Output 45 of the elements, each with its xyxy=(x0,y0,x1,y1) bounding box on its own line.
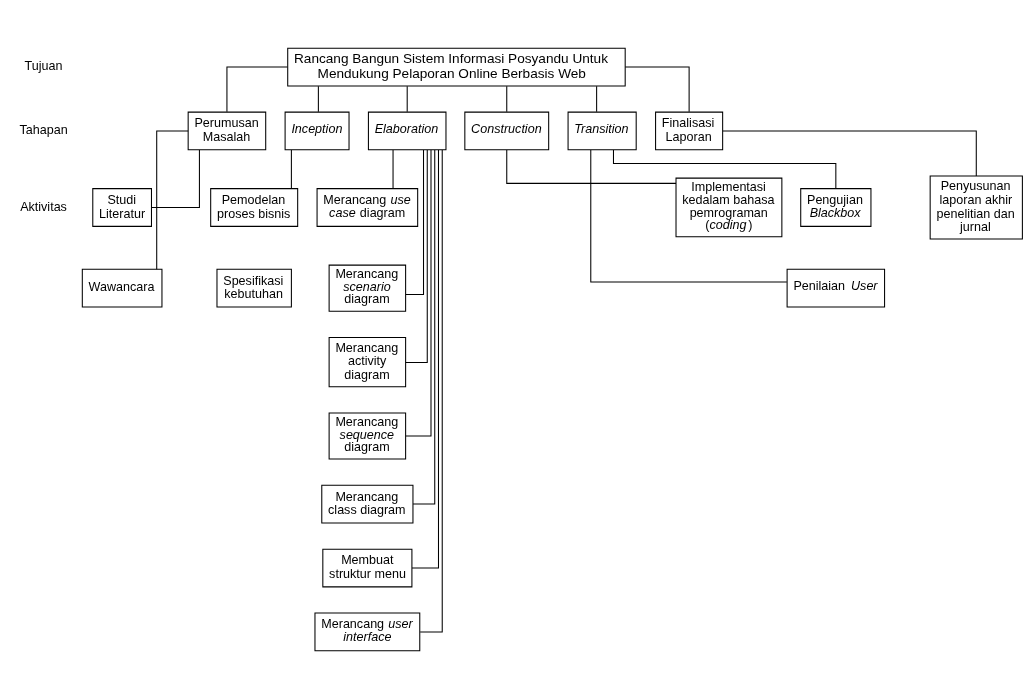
node-box: Elaboration xyxy=(367,111,447,150)
connector xyxy=(506,85,508,112)
node-box: Penilaian User xyxy=(786,268,886,308)
connector xyxy=(419,149,443,632)
node-box: Pengujian Blackbox xyxy=(800,187,872,227)
node-box: Merancang activity diagram xyxy=(328,336,407,387)
connector xyxy=(406,85,408,112)
connector xyxy=(506,148,677,184)
node-box: Merancang user interface xyxy=(314,612,421,651)
node-box: Merancang sequence diagram xyxy=(328,411,407,460)
connector xyxy=(405,149,432,436)
node-box: Implementasi kedalam bahasa pemrograman (coding) xyxy=(675,177,783,237)
connector xyxy=(226,66,289,112)
label: Aktivitas xyxy=(20,199,67,214)
connector xyxy=(151,148,200,208)
node-box: Rancang Bangun Sistem Informasi Posyandu Untuk Mendukung Pelaporan Online Berbasis Web xyxy=(287,47,626,86)
connector xyxy=(405,148,428,363)
node-box: Studi Literatur xyxy=(92,187,152,227)
label: Tahapan xyxy=(19,122,68,137)
connector xyxy=(392,148,394,189)
node-box: Merancang use case diagram xyxy=(316,187,419,227)
node-box: Construction xyxy=(464,111,550,150)
connector xyxy=(596,85,598,112)
node-box: Spesifikasi kebutuhan xyxy=(216,268,292,308)
node-box: Penyusunan laporan akhir penelitian dan jurnal xyxy=(929,175,1023,239)
node-box: Finalisasi Laporan xyxy=(655,111,724,150)
node-box: Merancang scenario diagram xyxy=(328,264,407,312)
connector xyxy=(156,129,189,270)
node-box: Pemodelan proses bisnis xyxy=(210,187,299,227)
connector xyxy=(411,149,439,569)
connector xyxy=(405,149,425,295)
connector xyxy=(612,148,837,189)
connector xyxy=(624,66,690,112)
node-box: Perumusan Masalah xyxy=(187,111,267,150)
connector xyxy=(290,148,292,189)
node-box: Wawancara xyxy=(81,268,163,308)
node-box: Membuat struktur menu xyxy=(322,548,413,587)
connector xyxy=(412,148,436,505)
node-box: Merancang class diagram xyxy=(321,484,414,523)
node-box: Inception xyxy=(284,111,350,150)
connector xyxy=(317,85,319,112)
connector xyxy=(590,149,788,282)
connector xyxy=(722,129,977,176)
node-box: Transition xyxy=(567,111,637,150)
label: Tujuan xyxy=(24,58,63,73)
